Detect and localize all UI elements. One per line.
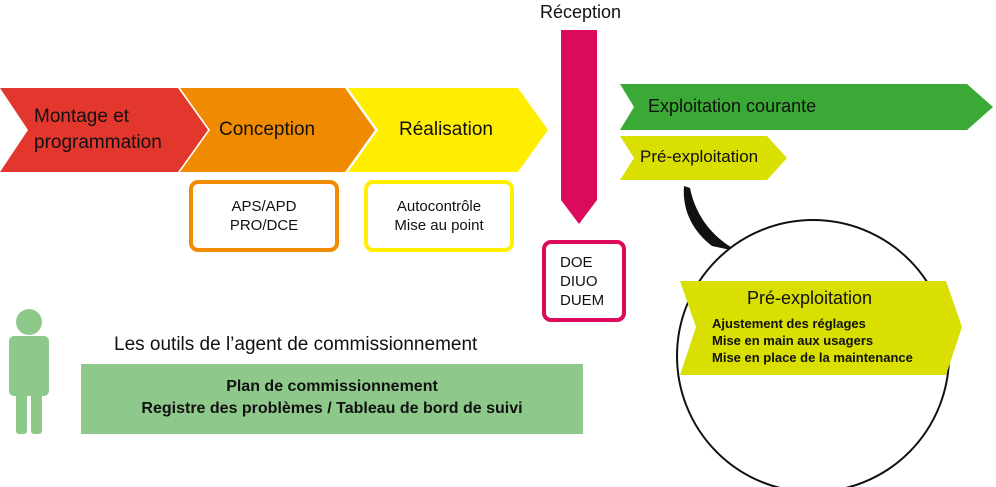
realisation-deliverable-2: Mise au point — [394, 217, 484, 234]
conception-deliverable-2: PRO/DCE — [229, 217, 299, 234]
reception-deliverable-1: DOE — [560, 253, 593, 271]
zoom-pre-exploitation-banner — [680, 281, 962, 375]
reception-label: Réception — [540, 2, 622, 22]
realisation-deliverable-1: Autocontrôle — [396, 198, 482, 215]
pre-exploitation-label: Pré-exploitation — [640, 147, 759, 166]
tools-line-2: Registre des problèmes / Tableau de bord… — [141, 400, 523, 417]
conception-deliverable-1: APS/APD — [231, 198, 297, 215]
reception-deliverable-2: DIUO — [560, 272, 598, 290]
reception-deliverable-3: DUEM — [560, 291, 605, 309]
conception-chevron — [180, 88, 375, 172]
zoom-title: Pré-exploitation — [747, 288, 873, 308]
tools-content: Plan de commissionnement Registre des pr… — [81, 376, 583, 420]
tools-box — [81, 364, 583, 434]
reception-bar — [561, 30, 597, 224]
realisation-label: Réalisation — [399, 119, 493, 140]
conception-label: Conception — [219, 119, 316, 140]
tools-heading: Les outils de l’agent de commissionnemen… — [114, 334, 478, 355]
exploitation-courante-arrow — [620, 84, 993, 130]
tools-line-1: Plan de commissionnement — [226, 378, 438, 395]
agent-person-icon — [9, 309, 49, 434]
conception-deliverables-box: APS/APD PRO/DCE — [189, 180, 339, 252]
pre-exploitation-arrow — [620, 136, 787, 180]
montage-chevron — [0, 88, 208, 172]
zoom-items: Ajustement des réglages Mise en main aux… — [712, 315, 913, 366]
zoom-pointer — [683, 186, 740, 252]
realisation-chevron — [348, 88, 548, 172]
zoom-item-3: Mise en place de la maintenance — [712, 350, 913, 365]
realisation-deliverables-box: Autocontrôle Mise au point — [364, 180, 514, 252]
zoom-item-1: Ajustement des réglages — [712, 316, 866, 331]
montage-label: Montage et programmation — [34, 106, 162, 153]
exploitation-courante-label: Exploitation courante — [648, 96, 817, 116]
reception-deliverables-box: DOE DIUO DUEM — [542, 240, 626, 322]
zoom-item-2: Mise en main aux usagers — [712, 333, 874, 348]
